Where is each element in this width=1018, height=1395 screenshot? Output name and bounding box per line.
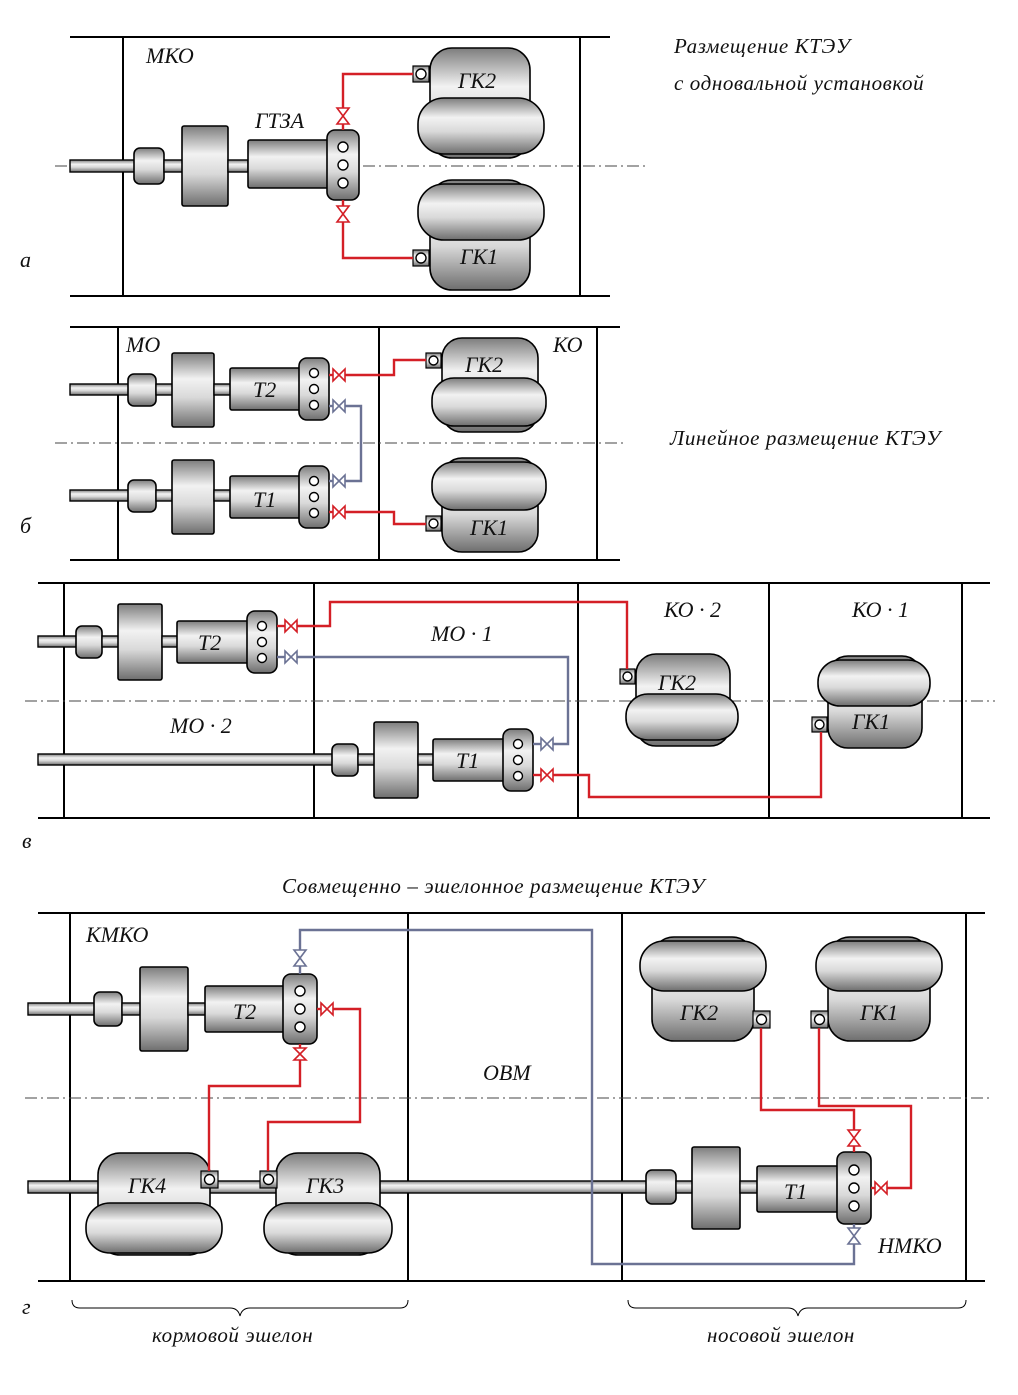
panel-b: МО КО Т2 Т1 bbox=[20, 326, 943, 561]
compartment-nmko-label: НМКО bbox=[877, 1233, 942, 1258]
valve-icon bbox=[540, 767, 554, 783]
valve-icon bbox=[874, 1180, 888, 1196]
turbine-t1-label: Т1 bbox=[456, 748, 479, 773]
turbine-t2-line bbox=[27, 966, 318, 1052]
gtza-unit bbox=[247, 129, 360, 201]
gtza-label: ГТЗА bbox=[254, 108, 305, 133]
panel-g: Совмещенно – эшелонное размещение КТЭУ К… bbox=[22, 874, 990, 1347]
valve-icon bbox=[332, 504, 346, 520]
valve-icon bbox=[335, 205, 351, 223]
compartment-mo-label: МО bbox=[125, 332, 160, 357]
panel-letter-a: а bbox=[20, 247, 31, 272]
echelon-aft-label: кормовой эшелон bbox=[152, 1323, 313, 1347]
compartment-kmko-label: КМКО bbox=[85, 922, 149, 947]
boiler-gk2 bbox=[639, 936, 771, 1042]
boiler-gk2-label: ГК2 bbox=[679, 1000, 718, 1025]
echelon-bow-label: носовой эшелон bbox=[707, 1323, 855, 1347]
boiler-gk2 bbox=[425, 337, 547, 433]
turbine-t2-label: Т2 bbox=[198, 630, 221, 655]
panel-letter-v: в bbox=[22, 828, 32, 853]
panel-letter-b: б bbox=[20, 513, 32, 538]
pipes-g bbox=[207, 928, 913, 1266]
boiler-gk1-label: ГК1 bbox=[851, 709, 890, 734]
valve-icon bbox=[846, 1129, 862, 1147]
boiler-gk4-label: ГК4 bbox=[127, 1173, 166, 1198]
boiler-gk1-label: ГК1 bbox=[469, 515, 508, 540]
title-a-line2: с одновальной установкой bbox=[674, 71, 924, 95]
valve-icon bbox=[846, 1227, 862, 1245]
turbine-t2-label: Т2 bbox=[233, 999, 256, 1024]
valve-icon bbox=[335, 107, 351, 125]
turbine-t2-line bbox=[37, 603, 278, 681]
boiler-gk1 bbox=[811, 655, 931, 749]
panel-a: ГТЗА МКО ГК2 ГК1 а Размещение КТЭУ с одн… bbox=[20, 34, 924, 297]
boiler-gk1-label: ГК1 bbox=[859, 1000, 898, 1025]
boiler-gk1 bbox=[425, 457, 547, 553]
turbine-t1-line bbox=[37, 721, 534, 799]
valve-icon bbox=[332, 473, 346, 489]
steam-pipes-a bbox=[335, 72, 413, 260]
valve-icon bbox=[320, 1001, 334, 1017]
turbine-t1-label: Т1 bbox=[784, 1179, 807, 1204]
turbine-t1-line bbox=[69, 459, 330, 535]
ship-shaft bbox=[69, 125, 249, 207]
compartment-ko1-label: КО · 1 bbox=[851, 597, 909, 622]
compartment-mo1-label: МО · 1 bbox=[430, 621, 493, 646]
boiler-gk2-label: ГК2 bbox=[464, 352, 503, 377]
compartment-ko2-label: КО · 2 bbox=[663, 597, 721, 622]
compartment-mko-label: МКО bbox=[145, 43, 194, 68]
compartment-ovm-label: ОВМ bbox=[483, 1060, 532, 1085]
boiler-gk2-label: ГК2 bbox=[657, 670, 696, 695]
boiler-gk3 bbox=[259, 1152, 393, 1256]
valve-icon bbox=[292, 949, 308, 967]
turbine-t2-line bbox=[69, 352, 330, 428]
title-b: Линейное размещение КТЭУ bbox=[669, 426, 943, 450]
valve-icon bbox=[292, 1047, 308, 1061]
boiler-gk1 bbox=[810, 936, 943, 1042]
boiler-gk2-label: ГК2 bbox=[457, 68, 496, 93]
panel-letter-g: г bbox=[22, 1294, 31, 1319]
valve-icon bbox=[540, 736, 554, 752]
pipes-v bbox=[277, 600, 823, 799]
valve-icon bbox=[332, 398, 346, 414]
pipes-b bbox=[329, 358, 426, 526]
title-a-line1: Размещение КТЭУ bbox=[673, 34, 853, 58]
boiler-gk4 bbox=[85, 1152, 223, 1256]
turbine-t1-line bbox=[645, 1146, 872, 1230]
valve-icon bbox=[332, 367, 346, 383]
turbine-t1-label: Т1 bbox=[253, 487, 276, 512]
boiler-gk1-label: ГК1 bbox=[459, 244, 498, 269]
compartment-ko-label: КО bbox=[552, 332, 583, 357]
boiler-gk1 bbox=[412, 179, 545, 291]
compartment-mo2-label: МО · 2 bbox=[169, 713, 232, 738]
title-g: Совмещенно – эшелонное размещение КТЭУ bbox=[282, 874, 707, 898]
boiler-gk3-label: ГК3 bbox=[305, 1173, 344, 1198]
turbine-t2-label: Т2 bbox=[253, 377, 276, 402]
brace-aft bbox=[71, 1299, 409, 1317]
boiler-gk2 bbox=[412, 47, 545, 159]
boiler-gk2 bbox=[619, 653, 739, 747]
valve-icon bbox=[284, 618, 298, 634]
panel-v: МО · 1 МО · 2 КО · 2 КО · 1 Т2 bbox=[22, 582, 995, 853]
valve-icon bbox=[284, 649, 298, 665]
brace-bow bbox=[627, 1299, 967, 1317]
